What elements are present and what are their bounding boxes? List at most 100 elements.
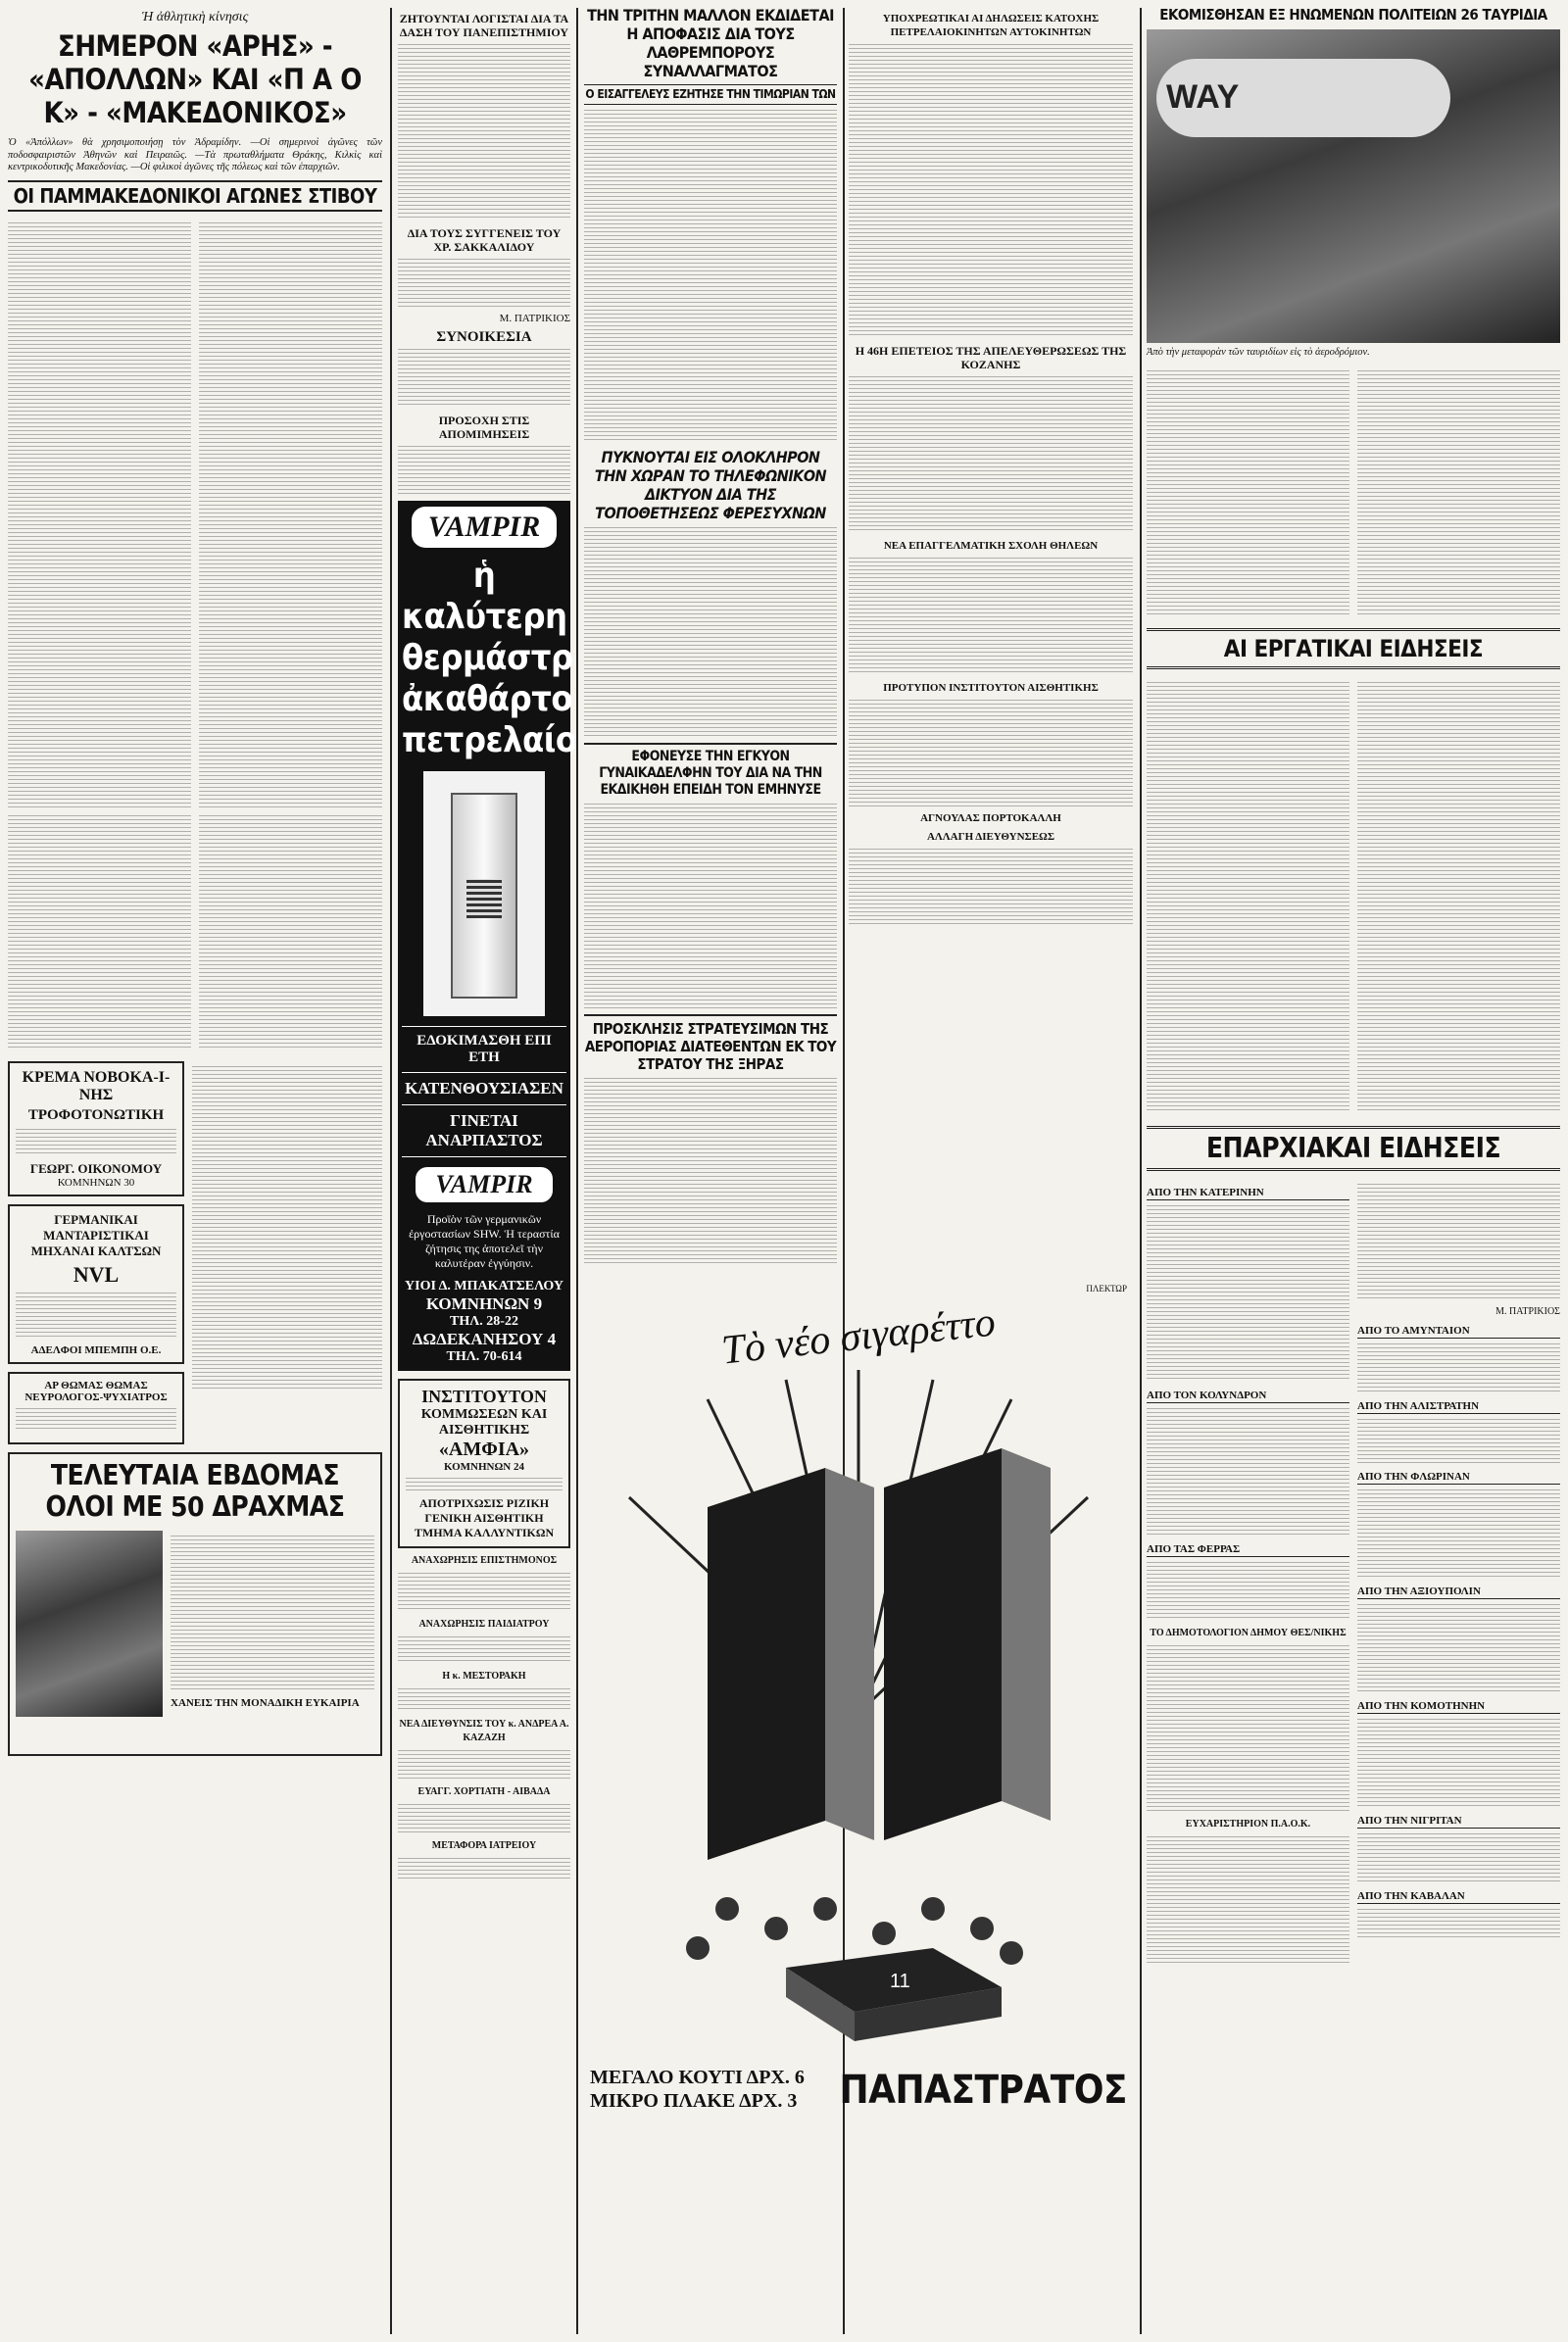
vampir-phone: ΤΗΛ. 70-614 <box>446 1349 522 1364</box>
labor-news-title: ΑΙ ΕΡΓΑΤΙΚΑΙ ΕΙΔΗΣΕΙΣ <box>1147 627 1560 669</box>
subheadline: Ο ΕΙΣΑΓΓΕΛΕΥΣ ΕΖΗΤΗΣΕ ΤΗΝ ΤΙΜΩΡΙΑΝ ΤΩΝ <box>584 84 837 105</box>
headline: ΝΕΑ ΕΠΑΓΓΕΛΜΑΤΙΚΗ ΣΧΟΛΗ ΘΗΛΕΩΝ <box>883 540 1099 552</box>
news-column-a: ΤΗΝ ΤΡΙΤΗΝ ΜΑΛΛΟΝ ΕΚΔΙΔΕΤΑΙ Η ΑΠΟΦΑΣΙΣ Δ… <box>580 0 841 1264</box>
vampir-address: ΔΩΔΕΚΑΝΗΣΟΥ 4 <box>412 1330 557 1348</box>
vampir-claim: ΕΔΟΚΙΜΑΣΘΗ ΕΠΙ ΕΤΗ <box>402 1026 566 1072</box>
dateline: ΑΠΟ ΤΗΝ ΚΑΒΑΛΑΝ <box>1357 1890 1560 1904</box>
notice-title: ΑΝΑΧΩΡΗΣΙΣ ΠΑΙΔΙΑΤΡΟΥ <box>418 1619 550 1630</box>
ad-title: ΚΡΕΜΑ ΝΟΒΟΚΑ-Ι-ΝΗΣ <box>22 1068 171 1103</box>
dateline: ΑΠΟ ΤΑΣ ΦΕΡΡΑΣ <box>1147 1543 1349 1557</box>
novoka-ad: ΚΡΕΜΑ ΝΟΒΟΚΑ-Ι-ΝΗΣ ΤΡΟΦΟΤΟΝΩΤΙΚΗ ΓΕΩΡΓ. … <box>8 1060 184 1196</box>
amfia-service: ΤΜΗΜΑ ΚΑΛΛΥΝΤΙΚΩΝ <box>414 1526 555 1539</box>
dateline: ΑΠΟ ΤΗΝ ΑΛΙΣΤΡΑΤΗΝ <box>1357 1400 1560 1414</box>
kicker: Ἡ ἀθλητικὴ κίνησις <box>141 10 249 24</box>
vampir-dealer: ΥΙΟΙ Δ. ΜΠΑΚΑΤΣΕΛΟΥ <box>405 1279 564 1293</box>
headline: ΑΛΛΑΓΗ ΔΙΕΥΘΥΝΣΕΩΣ <box>926 831 1055 843</box>
headline: ΠΡΟΤΥΠΟΝ ΙΝΣΤΙΤΟΥΤΟΝ ΑΙΣΘΗΤΙΚΗΣ <box>883 682 1099 694</box>
provincial-left: ΑΠΟ ΤΗΝ ΚΑΤΕΡΙΝΗΝ ΑΠΟ ΤΟΝ ΚΟΛΥΝΔΡΟΝ ΑΠΟ … <box>1147 1179 1349 1969</box>
right-column: ΕΚΟΜΙΣΘΗΣΑΝ ΕΞ ΗΝΩΜΕΝΩΝ ΠΟΛΙΤΕΙΩΝ 26 ΤΑΥ… <box>1143 0 1564 2342</box>
ad-brand: NVL <box>73 1261 120 1287</box>
ad-credit: ΠΛΕΚΤΩΡ <box>1086 1284 1127 1293</box>
dateline: ΑΠΟ ΤΗΝ ΚΟΜΟΤΗΝΗΝ <box>1357 1700 1560 1714</box>
papastratos-ad: ΠΛΕΚΤΩΡ Τὸ νέο σιγαρέττο <box>580 1274 1137 2337</box>
amfia-name: «ΑΜΦΙΑ» <box>438 1439 530 1460</box>
headline: ΥΠΟΧΡΕΩΤΙΚΑΙ ΑΙ ΔΗΛΩΣΕΙΣ ΚΑΤΟΧΗΣ ΠΕΤΡΕΛΑ… <box>882 13 1100 38</box>
headline: ΕΦΟΝΕΥΣΕ ΤΗΝ ΕΓΚΥΟΝ ΓΥΝΑΙΚΑΔΕΛΦΗΝ ΤΟΥ ΔΙ… <box>584 743 837 799</box>
rays-and-box-drawing: 11 <box>627 1370 1090 2041</box>
vampir-logo: VAMPIR <box>416 1167 553 1202</box>
vampir-claim: ΚΑΤΕΝΘΟΥΣΙΑΣΕΝ <box>402 1072 566 1104</box>
sports-text-body <box>8 218 382 1055</box>
column-rule <box>843 8 845 2334</box>
box-number: 11 <box>890 1971 910 1992</box>
ad-title: ΓΕΡΜΑΝΙΚΑΙ ΜΑΝΤΑΡΙΣΤΙΚΑΙ ΜΗΧΑΝΑΙ ΚΑΛΤΣΩΝ <box>30 1211 162 1258</box>
amfia-title: ΙΝΣΤΙΤΟΥΤΟΝ <box>421 1387 547 1406</box>
vampir-claim: ΓΙΝΕΤΑΙ ΑΝΑΡΠΑΣΤΟΣ <box>402 1104 566 1157</box>
headline: ΠΡΟΣΚΛΗΣΙΣ ΣΤΡΑΤΕΥΣΙΜΩΝ ΤΗΣ ΑΕΡΟΠΟΡΙΑΣ Δ… <box>584 1014 837 1073</box>
ads-stack: ΚΡΕΜΑ ΝΟΒΟΚΑ-Ι-ΝΗΣ ΤΡΟΦΟΤΟΝΩΤΙΚΗ ΓΕΩΡΓ. … <box>8 1060 184 1444</box>
plane-lettering: WAY <box>1166 78 1240 116</box>
nvl-ad: ΓΕΡΜΑΝΙΚΑΙ ΜΑΝΤΑΡΙΣΤΙΚΑΙ ΜΗΧΑΝΑΙ ΚΑΛΤΣΩΝ… <box>8 1203 184 1364</box>
brand-name: ΠΑΠΑΣΤΡΑΤΟΣ <box>839 2068 1127 2113</box>
sports-headline: ΣΗΜΕΡΟΝ «ΑΡΗΣ» - «ΑΠΟΛΛΩΝ» ΚΑΙ «Π Α Ο Κ»… <box>28 29 362 129</box>
promo-title: ΤΕΛΕΥΤΑΙΑ ΕΒΔΟΜΑΣ <box>50 1458 340 1491</box>
headline: ΔΙΑ ΤΟΥΣ ΣΥΓΓΕΝΕΙΣ ΤΟΥ ΧΡ. ΣΑΚΚΑΛΙΔΟΥ <box>407 226 562 254</box>
dateline: ΑΠΟ ΤΗΝ ΦΛΩΡΙΝΑΝ <box>1357 1471 1560 1485</box>
amfia-service: ΑΠΟΤΡΙΧΩΣΙΣ ΡΙΖΙΚΗ <box>418 1496 550 1510</box>
small-notices: ΑΝΑΧΩΡΗΣΙΣ ΕΠΙΣΤΗΜΟΝΟΣ ΑΝΑΧΩΡΗΣΙΣ ΠΑΙΔΙΑ… <box>398 1554 570 1879</box>
amfia-ad: ΙΝΣΤΙΤΟΥΤΟΝ ΚΟΜΜΩΣΕΩΝ ΚΑΙ ΑΙΣΘΗΤΙΚΗΣ «ΑΜ… <box>398 1379 570 1548</box>
news-column-b: ΥΠΟΧΡΕΩΤΙΚΑΙ ΑΙ ΔΗΛΩΣΕΙΣ ΚΑΤΟΧΗΣ ΠΕΤΡΕΛΑ… <box>845 0 1137 1274</box>
price-large: ΜΕΓΑΛΟ ΚΟΥΤΙ ΔΡΧ. 6 <box>590 2067 805 2088</box>
notices-column: ΖΗΤΟΥΝΤΑΙ ΛΟΓΙΣΤΑΙ ΔΙΑ ΤΑ ΔΑΣΗ ΤΟΥ ΠΑΝΕΠ… <box>394 0 574 2342</box>
portrait-photo <box>16 1530 163 1717</box>
notice-title: ΝΕΑ ΔΙΕΥΘΥΝΣΙΣ ΤΟΥ κ. ΑΝΔΡΕΑ Α. ΚΑΖΑΖΗ <box>399 1719 569 1743</box>
provincial-right: Μ. ΠΑΤΡΙΚΙΟΣ ΑΠΟ ΤΟ ΑΜΥΝΤΑΙΟΝ ΑΠΟ ΤΗΝ ΑΛ… <box>1357 1179 1560 1969</box>
headline: ΠΥΚΝΟΥΤΑΙ ΕΙΣ ΟΛΟΚΛΗΡΟΝ ΤΗΝ ΧΩΡΑΝ ΤΟ ΤΗΛ… <box>594 448 827 522</box>
doctor-ad: ΑΡ ΘΩΜΑΣ ΘΩΜΑΣ ΝΕΥΡΟΛΟΓΟΣ-ΨΥΧΙΑΤΡΟΣ <box>8 1371 184 1444</box>
column-rule <box>390 8 392 2334</box>
provincial-news-title: ΕΠΑΡΧΙΑΚΑΙ ΕΙΔΗΣΕΙΣ <box>1147 1125 1560 1171</box>
vampir-product: Προϊὸν τῶν γερμανικῶν ἐργοστασίων SHW. Ἡ… <box>409 1212 560 1270</box>
athletics-section-title: ΟΙ ΠΑΜΜΑΚΕΔΟΝΙΚΟΙ ΑΓΩΝΕΣ ΣΤΙΒΟΥ <box>8 179 382 212</box>
dateline: ΑΠΟ ΤΟ ΑΜΥΝΤΑΙΟΝ <box>1357 1325 1560 1339</box>
ad-dealer: ΑΔΕΛΦΟΙ ΜΠΕΜΠΗ Ο.Ε. <box>30 1343 162 1356</box>
price-small: ΜΙΚΡΟ ΠΛΑΚΕ ΔΡΧ. 3 <box>590 2090 798 2112</box>
text-block <box>8 218 191 1055</box>
headline: ΕΚΟΜΙΣΘΗΣΑΝ ΕΞ ΗΝΩΜΕΝΩΝ ΠΟΛΙΤΕΙΩΝ 26 ΤΑΥ… <box>1159 6 1547 24</box>
dateline: ΤΟ ΔΗΜΟΤΟΛΟΓΙΟΝ ΔΗΜΟΥ ΘΕΣ/ΝΙΚΗΣ <box>1150 1627 1347 1638</box>
headline: ΤΗΝ ΤΡΙΤΗΝ ΜΑΛΛΟΝ ΕΚΔΙΔΕΤΑΙ Η ΑΠΟΦΑΣΙΣ Δ… <box>587 6 834 80</box>
amfia-service: ΓΕΝΙΚΗ ΑΙΣΘΗΤΙΚΗ <box>424 1511 544 1525</box>
notice-title: ΑΝΑΧΩΡΗΣΙΣ ΕΠΙΣΤΗΜΟΝΟΣ <box>411 1555 558 1566</box>
heater-illustration <box>423 771 545 1016</box>
photo-caption: Ἀπὸ τὴν μεταφορὰν τῶν ταυριδίων εἰς τὸ ἀ… <box>1147 347 1370 358</box>
promo-body: ΧΑΝΕΙΣ ΤΗΝ ΜΟΝΑΔΙΚΗ ΕΥΚΑΙΡΙΑ <box>171 1696 360 1709</box>
amfia-subtitle: ΚΟΜΜΩΣΕΩΝ ΚΑΙ ΑΙΣΘΗΤΙΚΗΣ <box>420 1407 548 1438</box>
dateline: ΑΠΟ ΤΟΝ ΚΟΛΥΝΔΡΟΝ <box>1147 1390 1349 1403</box>
dateline: ΑΠΟ ΤΗΝ ΝΙΓΡΙΤΑΝ <box>1357 1815 1560 1829</box>
sports-column: Ἡ ἀθλητικὴ κίνησις ΣΗΜΕΡΟΝ «ΑΡΗΣ» - «ΑΠΟ… <box>4 0 386 2342</box>
headline: Η 46Η ΕΠΕΤΕΙΟΣ ΤΗΣ ΑΠΕΛΕΥΘΕΡΩΣΕΩΣ ΤΗΣ ΚΟ… <box>855 344 1127 371</box>
notice-title: Η κ. ΜΕΣΤΟΡΑΚΗ <box>442 1671 526 1682</box>
headline: ΖΗΤΟΥΝΤΑΙ ΛΟΓΙΣΤΑΙ ΔΙΑ ΤΑ ΔΑΣΗ ΤΟΥ ΠΑΝΕΠ… <box>399 12 569 39</box>
column-rule <box>1140 8 1142 2334</box>
signature: ΑΓΝΟΥΛΑΣ ΠΟΡΤΟΚΑΛΛΗ <box>920 812 1061 824</box>
promo-ad: ΤΕΛΕΥΤΑΙΑ ΕΒΔΟΜΑΣ ΟΛΟΙ ΜΕ 50 ΔΡΑΧΜΑΣ ΧΑΝ… <box>8 1451 382 1756</box>
sports-intro: Ὁ «Ἀπόλλων» θὰ χρησιμοποιήσῃ τὸν Ἀδραμίδ… <box>8 137 382 172</box>
ad-subtitle: ΤΡΟΦΟΤΟΝΩΤΙΚΗ <box>27 1106 165 1123</box>
notice-title: ΕΥΑΓΓ. ΧΟΡΤΙΑΤΗ - ΑΙΒΑΔΑ <box>417 1786 551 1797</box>
amfia-address: ΚΟΜΝΗΝΩΝ 24 <box>444 1461 524 1473</box>
vampir-phone: ΤΗΛ. 28-22 <box>450 1314 518 1329</box>
vampir-address: ΚΟΜΝΗΝΩΝ 9 <box>425 1294 543 1313</box>
ad-dealer: ΓΕΩΡΓ. ΟΙΚΟΝΟΜΟΥ <box>29 1160 163 1176</box>
notice-title: ΜΕΤΑΦΟΡΑ ΙΑΤΡΕΙΟΥ <box>431 1840 537 1851</box>
signature: Μ. ΠΑΤΡΙΚΙΟΣ <box>499 313 570 324</box>
text-block <box>199 218 382 1055</box>
signature: Μ. ΠΑΤΡΙΚΙΟΣ <box>1495 1305 1560 1317</box>
airplane-photo: WAY <box>1147 29 1560 343</box>
vampir-logo: VAMPIR <box>412 507 557 548</box>
headline: ΠΡΟΣΟΧΗ ΣΤΙΣ ΑΠΟΜΙΜΗΣΕΙΣ <box>438 414 530 441</box>
ad-address: ΚΟΜΝΗΝΩΝ 30 <box>57 1176 135 1189</box>
vampir-slogan: ἡ καλύτερη θερμάστρα ἀκαθάρτου πετρελαίο… <box>402 556 574 760</box>
text-block <box>192 1061 382 1444</box>
